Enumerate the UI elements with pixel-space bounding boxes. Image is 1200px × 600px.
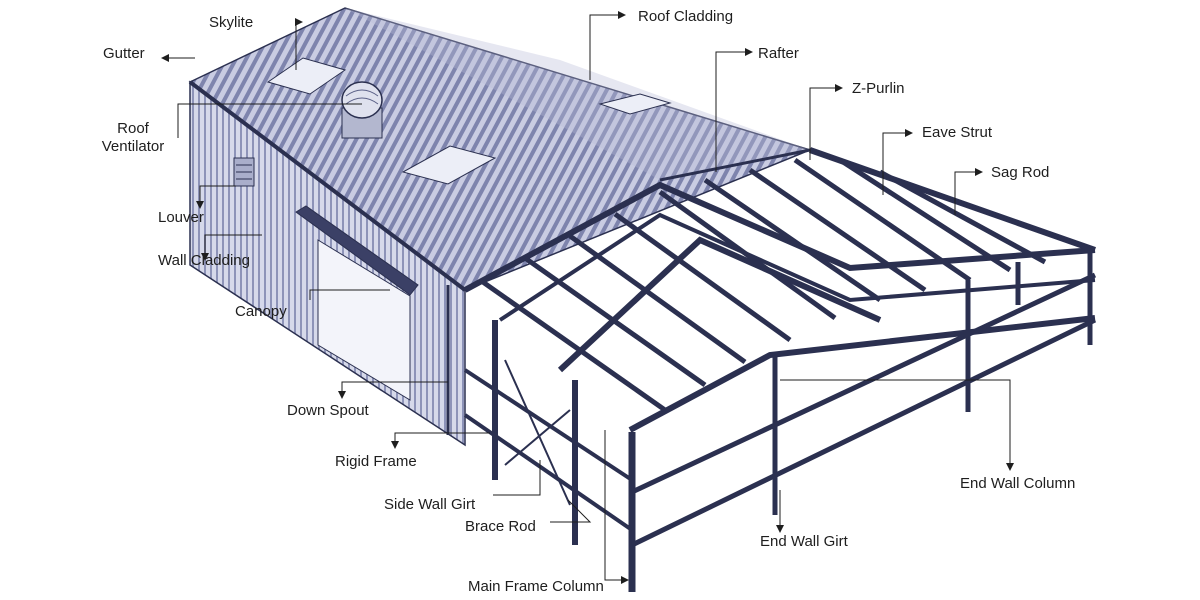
skylite-panel-1 xyxy=(266,57,347,95)
label-roof-ventilator-line1: Roof xyxy=(117,120,149,137)
label-louver: Louver xyxy=(158,209,204,226)
label-roof-cladding: Roof Cladding xyxy=(638,8,734,25)
leader-lines xyxy=(161,11,1014,584)
label-skylite: Skylite xyxy=(209,14,254,31)
label-wall-cladding: Wall Cladding xyxy=(158,252,250,269)
louver xyxy=(233,157,255,187)
roof-cladding-front xyxy=(345,8,810,180)
skylite-panel-2 xyxy=(401,145,497,185)
label-brace-rod: Brace Rod xyxy=(465,518,536,535)
label-roof-ventilator: Roof Ventilator xyxy=(88,120,178,156)
label-gutter: Gutter xyxy=(103,45,145,62)
label-main-frame-column: Main Frame Column xyxy=(468,578,604,595)
label-end-wall-girt: End Wall Girt xyxy=(760,533,848,550)
label-rafter: Rafter xyxy=(758,45,799,62)
label-side-wall-girt: Side Wall Girt xyxy=(384,496,476,513)
skylite-panel-3 xyxy=(598,93,672,115)
door-opening xyxy=(317,239,411,401)
label-z-purlin: Z-Purlin xyxy=(852,80,905,97)
label-end-wall-column: End Wall Column xyxy=(960,475,1076,492)
label-rigid-frame: Rigid Frame xyxy=(335,453,417,470)
roof-ventilator xyxy=(341,81,383,139)
label-roof-ventilator-line2: Ventilator xyxy=(101,138,165,155)
label-down-spout: Down Spout xyxy=(287,402,369,419)
label-sag-rod: Sag Rod xyxy=(991,164,1050,181)
frame-structure xyxy=(463,147,1097,592)
label-canopy: Canopy xyxy=(235,303,287,320)
label-eave-strut: Eave Strut xyxy=(922,124,993,141)
gutter-edge xyxy=(188,80,467,292)
canopy xyxy=(295,205,419,296)
